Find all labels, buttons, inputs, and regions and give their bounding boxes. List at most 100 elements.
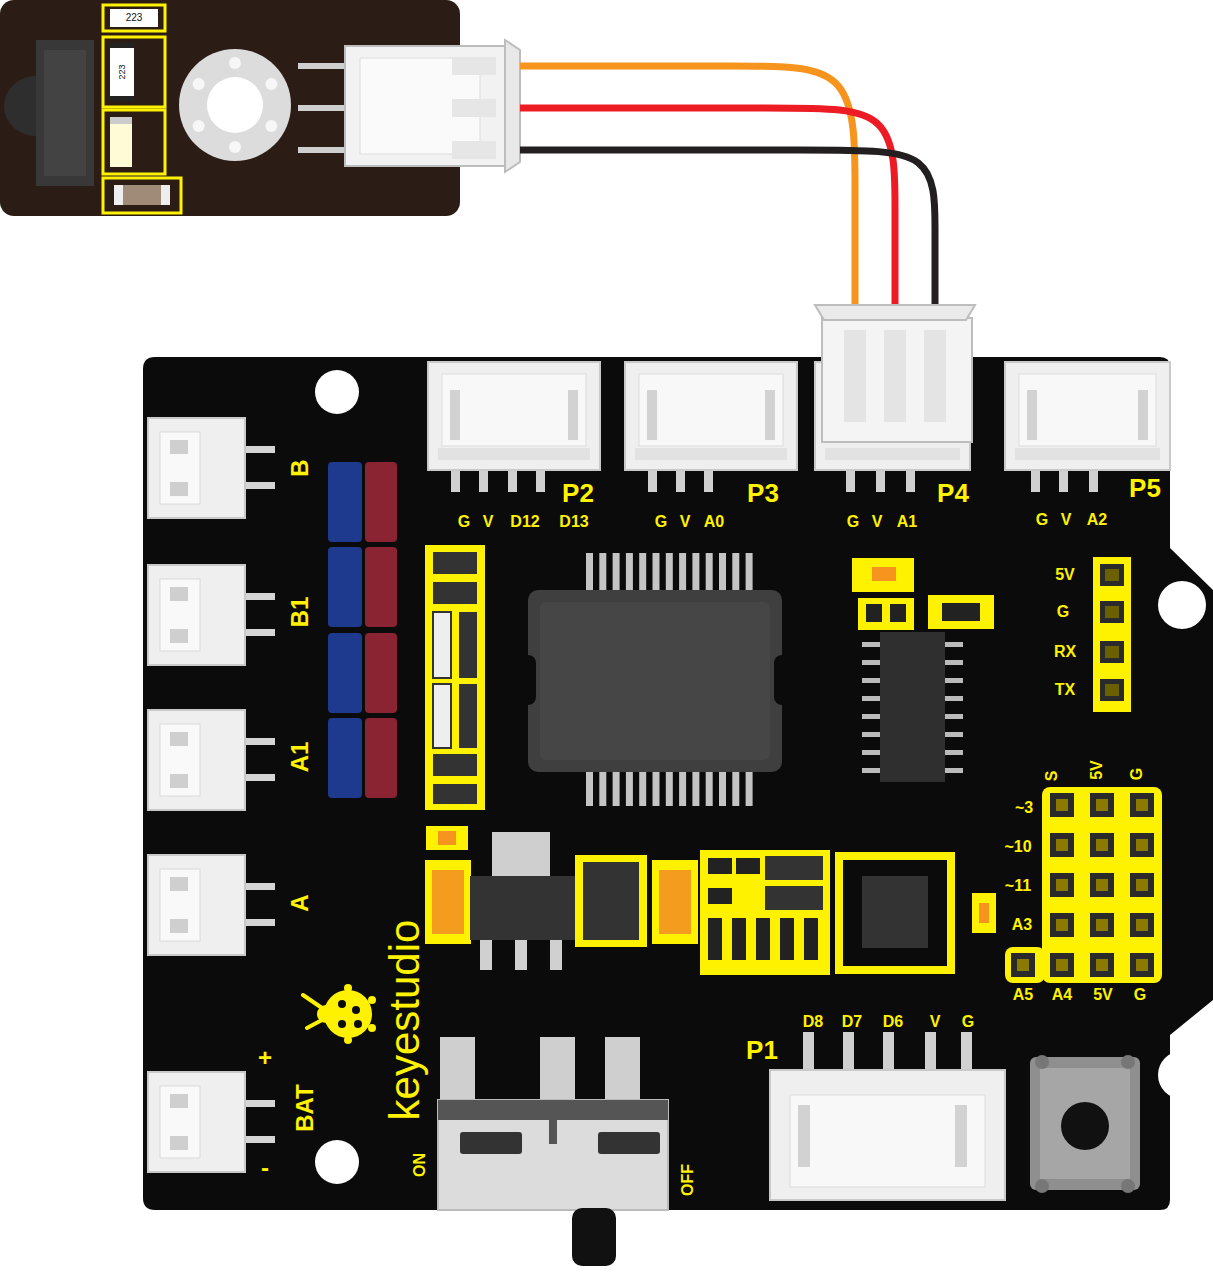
mount-hole — [315, 370, 359, 414]
ic-pin — [692, 768, 699, 806]
board-art — [160, 579, 200, 651]
ic-pin — [639, 553, 646, 593]
resistor-pad — [928, 595, 994, 629]
side-connector — [148, 1072, 245, 1172]
pin-label: P3 — [747, 480, 779, 506]
resistor-pad — [858, 598, 914, 630]
pin-label: 5V — [1089, 760, 1105, 780]
mount-hole — [1158, 581, 1206, 629]
ic-pin — [862, 660, 880, 665]
board-art — [170, 919, 188, 933]
board-art — [708, 888, 732, 904]
header-pin — [245, 774, 275, 781]
header-pin — [245, 919, 275, 926]
header-pin — [1130, 873, 1154, 897]
board-art — [1121, 1055, 1135, 1069]
ic-pin — [732, 768, 739, 806]
pin-grid — [1042, 787, 1162, 983]
ic-pin — [945, 732, 963, 737]
pin-label: S — [1044, 771, 1060, 782]
cable-wire — [520, 66, 855, 305]
ring-dot — [265, 78, 277, 90]
ic-pin — [613, 553, 620, 593]
red-capacitor — [365, 718, 397, 798]
board-art — [765, 886, 823, 910]
pin-label: ~11 — [1005, 878, 1031, 894]
board-art — [1096, 799, 1108, 811]
board-art — [1105, 646, 1119, 658]
board-art — [114, 185, 123, 205]
ic-pin — [692, 553, 699, 593]
ring-dot — [265, 120, 277, 132]
ic-pin — [862, 768, 880, 773]
red-capacitor — [365, 462, 397, 542]
board-art — [1056, 839, 1068, 851]
board-art — [540, 602, 770, 760]
inductor-pad — [575, 855, 647, 947]
board-art — [352, 1006, 360, 1014]
part-value: 223 — [118, 64, 127, 79]
pin-label: TX — [1055, 682, 1075, 698]
board-art — [1100, 564, 1124, 586]
board-art — [433, 612, 451, 678]
board-art — [798, 1105, 810, 1167]
board-art — [1035, 1179, 1049, 1193]
board-art — [438, 831, 456, 845]
pin-label: ~10 — [1004, 839, 1031, 855]
board-art — [979, 903, 989, 923]
board-art — [170, 629, 188, 643]
board-art — [170, 482, 188, 496]
capacitor-pad — [425, 860, 471, 944]
diode-array — [425, 545, 485, 810]
board-art — [708, 918, 722, 960]
board-art — [1035, 1055, 1049, 1069]
ic-pin — [679, 553, 686, 593]
board-art — [433, 552, 477, 574]
cable-wire — [520, 150, 935, 305]
regulator-leg — [550, 938, 562, 970]
board-art — [170, 587, 188, 601]
mount-hole — [207, 77, 263, 133]
board-art — [452, 141, 496, 159]
ic-pin — [639, 768, 646, 806]
pin-label: G — [1129, 768, 1145, 780]
board-art — [1105, 684, 1119, 696]
sensor-cable — [520, 66, 935, 305]
resistor-pad — [972, 893, 996, 933]
board-art — [460, 1132, 522, 1154]
small-chip — [862, 876, 928, 948]
header-pin — [1130, 953, 1154, 977]
component-outline — [103, 5, 165, 31]
component-group — [700, 850, 830, 975]
ic-pin — [599, 553, 606, 593]
switch-lever — [540, 1037, 575, 1102]
pin-label: RX — [1054, 644, 1076, 660]
board-art — [433, 754, 477, 776]
pin-label: D7 — [842, 1014, 862, 1030]
pin-label: + — [258, 1046, 272, 1070]
board-art — [170, 1136, 188, 1150]
board-art — [1019, 374, 1156, 446]
ic-pin — [666, 768, 673, 806]
pin-label: A0 — [704, 514, 724, 530]
board-art — [354, 1020, 362, 1028]
pin-label: G — [1036, 512, 1048, 528]
ic-pin — [626, 553, 633, 593]
board-art — [1136, 959, 1148, 971]
sensor-module — [0, 0, 520, 216]
ic-pin — [945, 660, 963, 665]
header-pin — [245, 883, 275, 890]
header-pin — [1050, 873, 1074, 897]
board-art — [1096, 919, 1108, 931]
header-pin — [1050, 913, 1074, 937]
board-art — [520, 655, 536, 705]
regulator-leg — [515, 938, 527, 970]
board-art — [1121, 1179, 1135, 1193]
button-cap — [1061, 1102, 1109, 1150]
board-art — [1096, 879, 1108, 891]
board-art — [160, 1086, 200, 1158]
plug-flange — [815, 305, 975, 320]
